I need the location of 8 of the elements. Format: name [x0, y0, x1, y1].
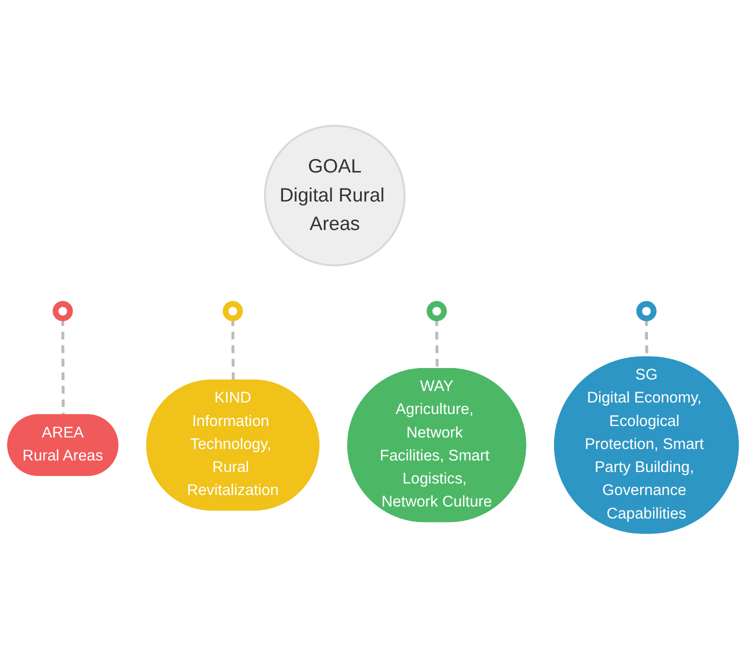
- connector: [231, 318, 235, 381]
- node-circle: [52, 301, 73, 322]
- node-circle: GOAL Digital Rural Areas: [264, 124, 406, 266]
- node-circle: [636, 301, 657, 322]
- node-circle: [426, 301, 447, 322]
- connector: [435, 318, 439, 370]
- node-circle: [222, 301, 243, 322]
- connector: [61, 318, 65, 416]
